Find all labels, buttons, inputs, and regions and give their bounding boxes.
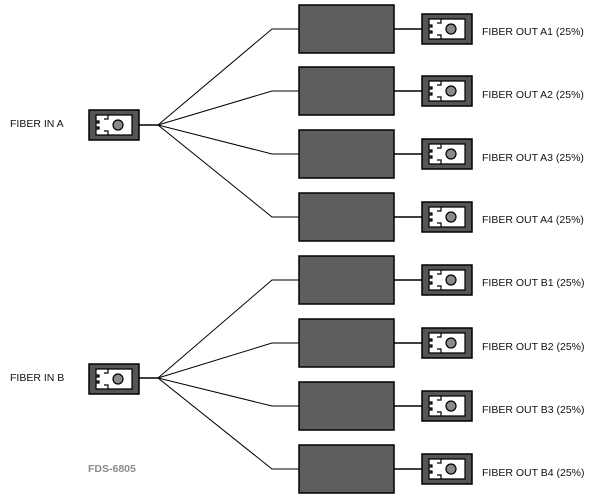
fiber-out-b3-connector-icon (421, 390, 473, 422)
splitter-module-a3 (298, 129, 395, 179)
fiber-out-a4-connector-icon (421, 201, 473, 233)
wire-a2 (157, 90, 299, 126)
connectors (88, 13, 473, 485)
fiber-out-b4-connector-icon (421, 453, 473, 485)
fiber-out-a1-label: FIBER OUT A1 (25%) (482, 26, 584, 38)
fiber-out-b4-label: FIBER OUT B4 (25%) (482, 467, 585, 479)
fiber-in-a-label: FIBER IN A (10, 118, 64, 130)
fiber-wires (139, 28, 422, 470)
wire-a4 (157, 124, 299, 218)
splitter-module-b1 (298, 255, 395, 305)
fiber-out-a3-connector-icon (421, 138, 473, 170)
fiber-out-a2-label: FIBER OUT A2 (25%) (482, 89, 584, 101)
wire-b4 (157, 377, 299, 470)
wire-b1 (157, 279, 299, 379)
fiber-out-a4-label: FIBER OUT A4 (25%) (482, 214, 584, 226)
fiber-out-a3-label: FIBER OUT A3 (25%) (482, 152, 584, 164)
splitter-module-a2 (298, 66, 395, 116)
fiber-in-b-connector-icon (88, 363, 140, 395)
fiber-out-a1-connector-icon (421, 13, 473, 45)
fiber-out-a2-connector-icon (421, 75, 473, 107)
fiber-out-b3-label: FIBER OUT B3 (25%) (482, 404, 585, 416)
splitter-module-b3 (298, 381, 395, 431)
splitter-module-a4 (298, 192, 395, 242)
splitter-module-a1 (298, 4, 395, 54)
fiber-in-a-connector-icon (88, 109, 140, 141)
splitter-module-b2 (298, 318, 395, 368)
fiber-out-b2-label: FIBER OUT B2 (25%) (482, 341, 585, 353)
splitter-modules (298, 4, 395, 494)
fiber-in-b-label: FIBER IN B (10, 372, 65, 384)
model-label: FDS-6805 (88, 463, 136, 475)
wire-b2 (157, 342, 299, 379)
wire-a1 (157, 28, 299, 126)
fiber-out-b1-label: FIBER OUT B1 (25%) (482, 277, 585, 289)
splitter-module-b4 (298, 444, 395, 494)
fiber-out-b2-connector-icon (421, 327, 473, 359)
wire-a3 (157, 124, 299, 155)
wire-b3 (157, 377, 299, 407)
fiber-out-b1-connector-icon (421, 264, 473, 296)
